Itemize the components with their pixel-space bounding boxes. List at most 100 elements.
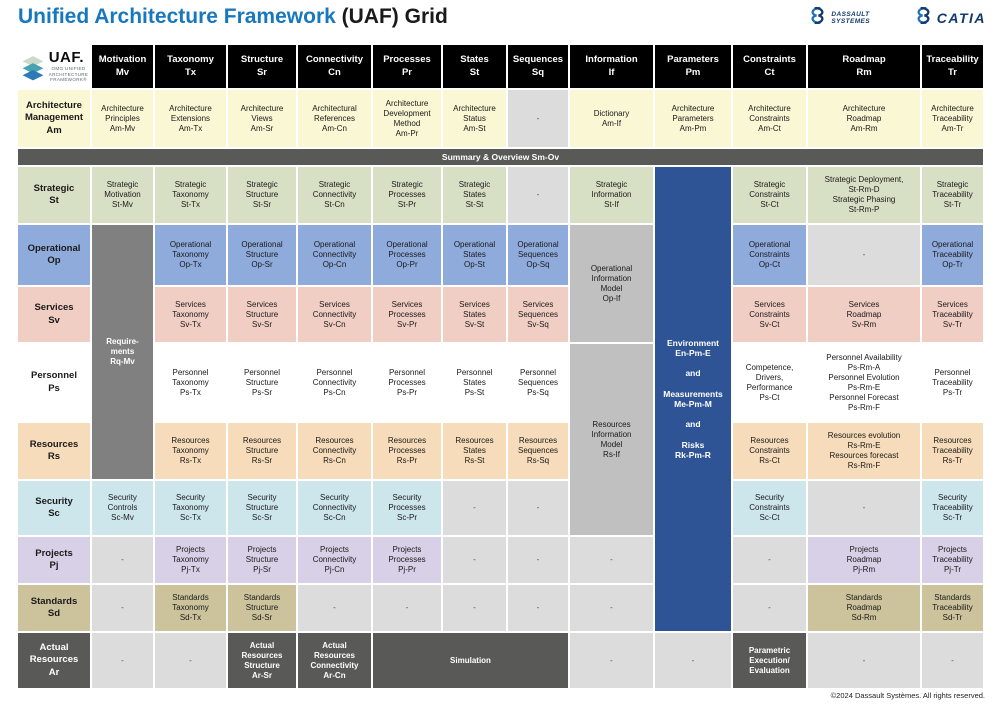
- row-header-standards: Standards Sd: [18, 585, 90, 631]
- col-header-sequences: Sequences Sq: [508, 45, 568, 88]
- cell-rs-sq: Resources Sequences Rs-Sq: [508, 423, 568, 479]
- uaf-grid-table: UAF. OMG UNIFIED ARCHITECTURE FRAMEWORK®…: [18, 45, 983, 688]
- col-header-motivation: Motivation Mv: [92, 45, 153, 88]
- cell-ar-tr-empty: -: [922, 633, 983, 688]
- cell-ps-sq: Personnel Sequences Ps-Sq: [508, 344, 568, 421]
- cell-sv-cn: Services Connectivity Sv-Cn: [298, 287, 371, 342]
- cell-op-rm-empty: -: [808, 225, 920, 285]
- cell-pj-if-empty: -: [570, 537, 653, 583]
- cell-sd-ct-empty: -: [733, 585, 806, 631]
- col-header-parameters: Parameters Pm: [655, 45, 731, 88]
- cell-sv-sr: Services Structure Sv-Sr: [228, 287, 296, 342]
- cell-op-ct: Operational Constraints Op-Ct: [733, 225, 806, 285]
- cell-op-if: Operational Information Model Op-If: [570, 225, 653, 342]
- cell-st-rm: Strategic Deployment, St-Rm-D Strategic …: [808, 167, 920, 223]
- cell-rs-st: Resources States Rs-St: [443, 423, 506, 479]
- cell-st-ct: Strategic Constraints St-Ct: [733, 167, 806, 223]
- cell-pj-pr: Projects Processes Pj-Pr: [373, 537, 441, 583]
- col-header-constraints: Constraints Ct: [733, 45, 806, 88]
- cell-ps-tr: Personnel Traceability Ps-Tr: [922, 344, 983, 421]
- cell-st-tr: Strategic Traceability St-Tr: [922, 167, 983, 223]
- cell-am-pm: Architecture Parameters Am-Pm: [655, 90, 731, 147]
- cell-sd-mv-empty: -: [92, 585, 153, 631]
- cell-st-sr: Strategic Structure St-Sr: [228, 167, 296, 223]
- cell-am-st: Architecture Status Am-St: [443, 90, 506, 147]
- row-header-operational: Operational Op: [18, 225, 90, 285]
- cell-rs-pr: Resources Processes Rs-Pr: [373, 423, 441, 479]
- cell-op-tx: Operational Taxonomy Op-Tx: [155, 225, 226, 285]
- cell-op-pr: Operational Processes Op-Pr: [373, 225, 441, 285]
- cell-sc-tr: Security Traceability Sc-Tr: [922, 481, 983, 535]
- cell-ar-mv-empty: -: [92, 633, 153, 688]
- row-header-resources: Resources Rs: [18, 423, 90, 479]
- cell-st-mv: Strategic Motivation St-Mv: [92, 167, 153, 223]
- cell-am-if: Dictionary Am-If: [570, 90, 653, 147]
- cell-rs-rm: Resources evolution Rs-Rm-E Resources fo…: [808, 423, 920, 479]
- page-title-emphasis: Unified Architecture Framework: [18, 5, 336, 28]
- cell-ps-rm: Personnel Availability Ps-Rm-A Personnel…: [808, 344, 920, 421]
- dassault-word: DASSAULT: [831, 10, 870, 18]
- cell-op-tr: Operational Traceability Op-Tr: [922, 225, 983, 285]
- uaf-layers-icon: [20, 44, 46, 89]
- cell-ar-sr: Actual Resources Structure Ar-Sr: [228, 633, 296, 688]
- cell-am-rm: Architecture Roadmap Am-Rm: [808, 90, 920, 147]
- cell-sc-pr: Security Processes Sc-Pr: [373, 481, 441, 535]
- cell-am-ct: Architecture Constraints Am-Ct: [733, 90, 806, 147]
- cell-op-cn: Operational Connectivity Op-Cn: [298, 225, 371, 285]
- cell-ps-cn: Personnel Connectivity Ps-Cn: [298, 344, 371, 421]
- cell-sd-sq-empty: -: [508, 585, 568, 631]
- copyright-notice: ©2024 Dassault Systèmes. All rights rese…: [830, 691, 985, 700]
- cell-rs-sr: Resources Structure Rs-Sr: [228, 423, 296, 479]
- cell-parametric-execution: Parametric Execution/ Evaluation: [733, 633, 806, 688]
- cell-requirements-rq-mv: Require- ments Rq-Mv: [92, 225, 153, 479]
- col-header-connectivity: Connectivity Cn: [298, 45, 371, 88]
- cell-ar-pm-empty: -: [655, 633, 731, 688]
- uaf-logo-text: UAF. OMG UNIFIED ARCHITECTURE FRAMEWORK®: [49, 50, 89, 83]
- cell-rs-cn: Resources Connectivity Rs-Cn: [298, 423, 371, 479]
- cell-sc-sr: Security Structure Sc-Sr: [228, 481, 296, 535]
- cell-pj-sq-empty: -: [508, 537, 568, 583]
- cell-rs-tr: Resources Traceability Rs-Tr: [922, 423, 983, 479]
- cell-ps-pr: Personnel Processes Ps-Pr: [373, 344, 441, 421]
- cell-sc-sq-empty: -: [508, 481, 568, 535]
- cell-st-tx: Strategic Taxonomy St-Tx: [155, 167, 226, 223]
- cell-pj-tr: Projects Traceability Pj-Tr: [922, 537, 983, 583]
- dassault-logo-text: DASSAULT SYSTEMES: [831, 11, 870, 26]
- cell-sd-cn-empty: -: [298, 585, 371, 631]
- row-header-architecture-management: Architecture Management Am: [18, 90, 90, 147]
- cell-am-tr: Architecture Traceability Am-Tr: [922, 90, 983, 147]
- cell-sc-mv: Security Controls Sc-Mv: [92, 481, 153, 535]
- cell-sd-sr: Standards Structure Sd-Sr: [228, 585, 296, 631]
- cell-sv-rm: Services Roadmap Sv-Rm: [808, 287, 920, 342]
- systemes-word: SYSTEMES: [831, 18, 870, 25]
- cell-sv-tr: Services Traceability Sv-Tr: [922, 287, 983, 342]
- cell-pj-rm: Projects Roadmap Pj-Rm: [808, 537, 920, 583]
- cell-st-cn: Strategic Connectivity St-Cn: [298, 167, 371, 223]
- cell-rs-if: Resources Information Model Rs-If: [570, 344, 653, 535]
- col-header-processes: Processes Pr: [373, 45, 441, 88]
- cell-pj-ct-empty: -: [733, 537, 806, 583]
- col-header-states: States St: [443, 45, 506, 88]
- dassault-systemes-logo: DASSAULT SYSTEMES: [808, 6, 870, 29]
- cell-op-st: Operational States Op-St: [443, 225, 506, 285]
- cell-pj-mv-empty: -: [92, 537, 153, 583]
- cell-sc-tx: Security Taxonomy Sc-Tx: [155, 481, 226, 535]
- cell-st-st: Strategic States St-St: [443, 167, 506, 223]
- cell-sd-pr-empty: -: [373, 585, 441, 631]
- cell-am-tx: Architecture Extensions Am-Tx: [155, 90, 226, 147]
- row-header-personnel: Personnel Ps: [18, 344, 90, 421]
- cell-ar-cn: Actual Resources Connectivity Ar-Cn: [298, 633, 371, 688]
- cell-rs-ct: Resources Constraints Rs-Ct: [733, 423, 806, 479]
- cell-st-if: Strategic Information St-If: [570, 167, 653, 223]
- cell-ar-rm-empty: -: [808, 633, 920, 688]
- cell-rs-tx: Resources Taxonomy Rs-Tx: [155, 423, 226, 479]
- page-title-rest: (UAF) Grid: [335, 5, 448, 28]
- band-summary-overview: Summary & Overview Sm-Ov: [18, 149, 983, 165]
- row-header-security: Security Sc: [18, 481, 90, 535]
- col-header-roadmap: Roadmap Rm: [808, 45, 920, 88]
- col-header-taxonomy: Taxonomy Tx: [155, 45, 226, 88]
- cell-ps-tx: Personnel Taxonomy Ps-Tx: [155, 344, 226, 421]
- cell-ar-tx-empty: -: [155, 633, 226, 688]
- cell-pj-st-empty: -: [443, 537, 506, 583]
